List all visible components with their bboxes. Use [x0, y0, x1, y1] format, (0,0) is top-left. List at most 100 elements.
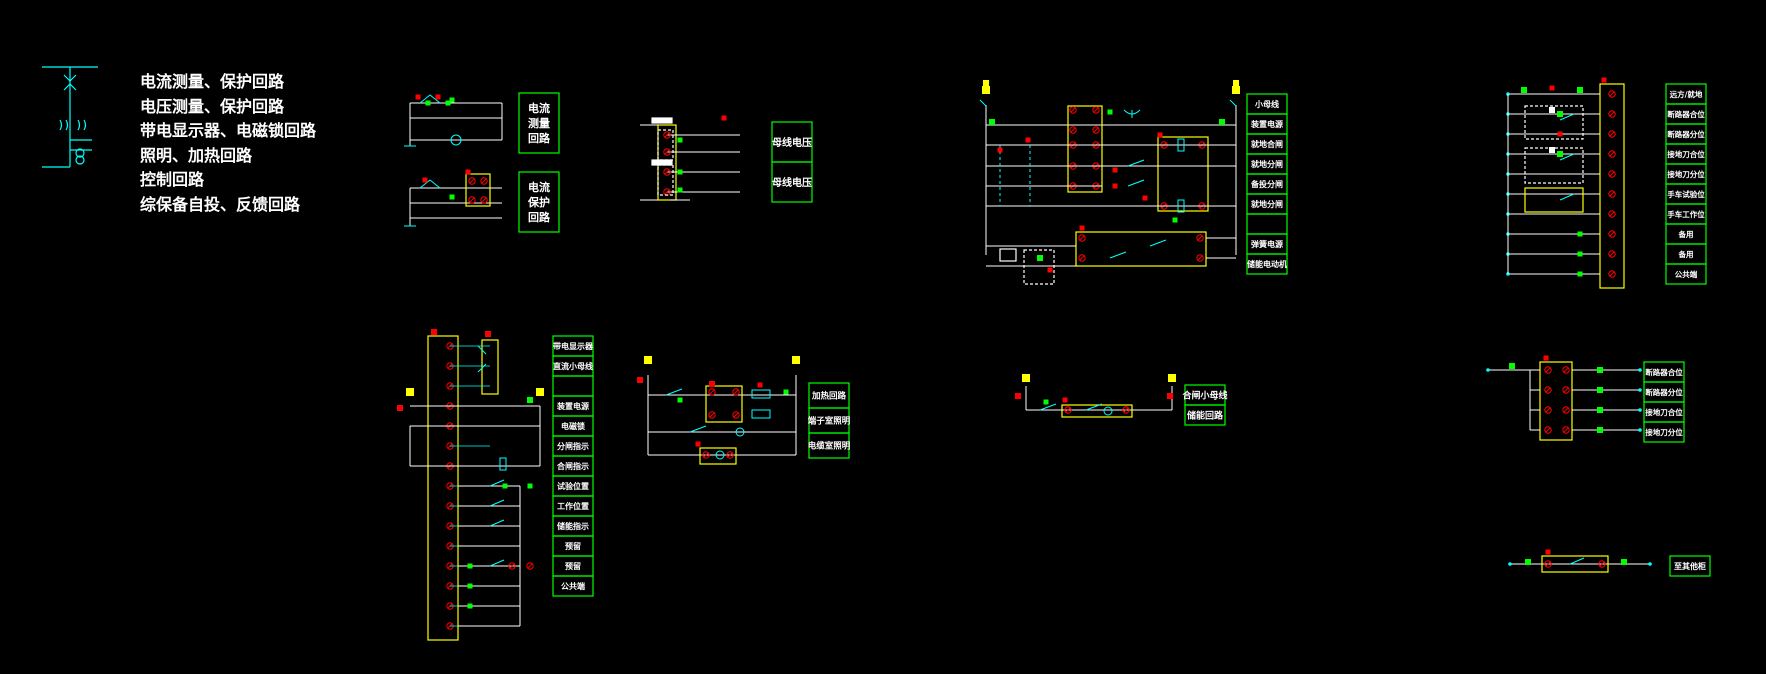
fuse-icon	[406, 388, 414, 396]
label-text: 小母线	[1254, 99, 1279, 109]
label-text: 直流小母线	[553, 361, 593, 371]
terminal-icon	[1078, 234, 1086, 242]
terminal-block	[427, 335, 459, 641]
label-text: 公共端	[1675, 269, 1698, 279]
terminal-block	[1539, 361, 1573, 441]
terminal-icon	[1544, 560, 1552, 568]
ct-icon	[419, 179, 441, 189]
terminal-icon	[468, 196, 476, 204]
legend-text: 电流测量、保护回路 电压测量、保护回路 带电显示器、电磁锁回路 照明、加热回路 …	[140, 70, 316, 217]
green-marker	[1107, 109, 1113, 115]
switch-icon	[1085, 403, 1103, 411]
label-box	[518, 171, 560, 233]
single-circuit: 至其他柜	[1508, 549, 1711, 577]
terminal-mark	[509, 563, 515, 569]
fuse-icon	[1022, 374, 1030, 382]
lamp-icon	[715, 450, 725, 460]
green-marker	[467, 603, 473, 609]
terminal-icon	[663, 168, 671, 176]
terminal-icon	[1544, 406, 1552, 414]
terminal-mark	[709, 389, 715, 395]
terminal-icon	[1608, 190, 1616, 198]
switch-icon	[489, 559, 505, 567]
meter-icon	[450, 134, 462, 146]
green-marker	[783, 389, 789, 395]
terminal-block	[705, 385, 743, 423]
legend-line: 照明、加热回路	[140, 145, 253, 165]
terminal-icon	[726, 451, 734, 459]
storage-box	[1023, 249, 1055, 285]
marker-bar	[651, 159, 673, 166]
terminal-icon	[1196, 254, 1204, 262]
red-marker	[1112, 183, 1118, 189]
terminal-icon	[1608, 90, 1616, 98]
terminal-mark	[481, 178, 487, 184]
terminal-block	[1075, 231, 1207, 267]
red-marker	[757, 382, 763, 388]
red-marker	[1062, 397, 1068, 403]
terminal-icon	[1562, 386, 1570, 394]
red-marker	[415, 94, 421, 100]
fuse-icon	[536, 388, 544, 396]
label-text: 合闸小母线	[1182, 389, 1227, 401]
fuse-icon	[1232, 86, 1240, 94]
red-marker	[1079, 225, 1085, 231]
green-marker	[1557, 151, 1563, 157]
terminal-block	[1524, 187, 1584, 213]
label-text: 预留	[565, 541, 581, 551]
green-marker	[445, 100, 451, 106]
junction-dot	[1486, 368, 1490, 372]
switch-icon	[489, 479, 505, 487]
single-line-symbol	[42, 66, 98, 168]
terminal-block	[1541, 555, 1609, 573]
red-marker	[1557, 131, 1563, 137]
label-text: 测量	[528, 116, 550, 130]
red-marker	[1543, 355, 1549, 361]
switch-icon	[477, 345, 487, 355]
label-text: 弹簧电源	[1251, 239, 1283, 249]
switch-icon	[1127, 159, 1145, 167]
feedback-circuit: 远方/就地断路器合位断路器分位接地刀合位接地刀分位手车试验位手车工作位备用备用公…	[1506, 77, 1707, 289]
label-text: 合闸指示	[556, 461, 589, 471]
label-text: 远方/就地	[1670, 89, 1703, 99]
terminal-icon	[1544, 426, 1552, 434]
red-marker	[1015, 393, 1021, 399]
terminal-mark	[1545, 427, 1551, 433]
terminal-mark	[1609, 131, 1615, 137]
display-lock-circuit: 带电显示器直流小母线装置电源电磁锁分闸指示合闸指示试验位置工作位置储能指示预留预…	[397, 329, 594, 641]
label-text: 就地分闸	[1251, 159, 1283, 169]
terminal-icon	[480, 177, 488, 185]
label-box	[1246, 213, 1288, 235]
red-marker	[709, 381, 715, 387]
terminal-icon	[1608, 170, 1616, 178]
legend-line: 控制回路	[140, 170, 205, 189]
terminal-icon	[480, 196, 488, 204]
label-text: 工作位置	[557, 501, 589, 511]
terminal-icon	[1608, 150, 1616, 158]
terminal-icon	[663, 148, 671, 156]
terminal-mark	[1609, 191, 1615, 197]
terminal-icon	[526, 562, 534, 570]
junction-dot	[1648, 562, 1652, 566]
terminal-mark	[1563, 427, 1569, 433]
heater-icon	[751, 409, 771, 419]
green-marker	[1037, 255, 1043, 261]
junction-dot	[1638, 368, 1642, 372]
fuse-icon	[982, 86, 990, 94]
label-text: 试验位置	[557, 481, 589, 491]
switch-icon	[665, 388, 683, 396]
terminal-icon	[702, 451, 710, 459]
label-text: 公共端	[561, 581, 585, 591]
terminal-mark	[1545, 561, 1551, 567]
green-marker	[1509, 363, 1515, 369]
label-text: 电缆室照明	[808, 441, 851, 452]
junction-dot	[1638, 428, 1642, 432]
label-box	[1665, 263, 1707, 285]
label-text: 电流	[528, 101, 550, 115]
label-text: 手车工作位	[1667, 209, 1705, 219]
coil-icon	[1177, 199, 1185, 213]
red-marker	[1142, 195, 1148, 201]
marker-bar	[651, 117, 673, 124]
label-text: 断路器分位	[1645, 387, 1683, 397]
